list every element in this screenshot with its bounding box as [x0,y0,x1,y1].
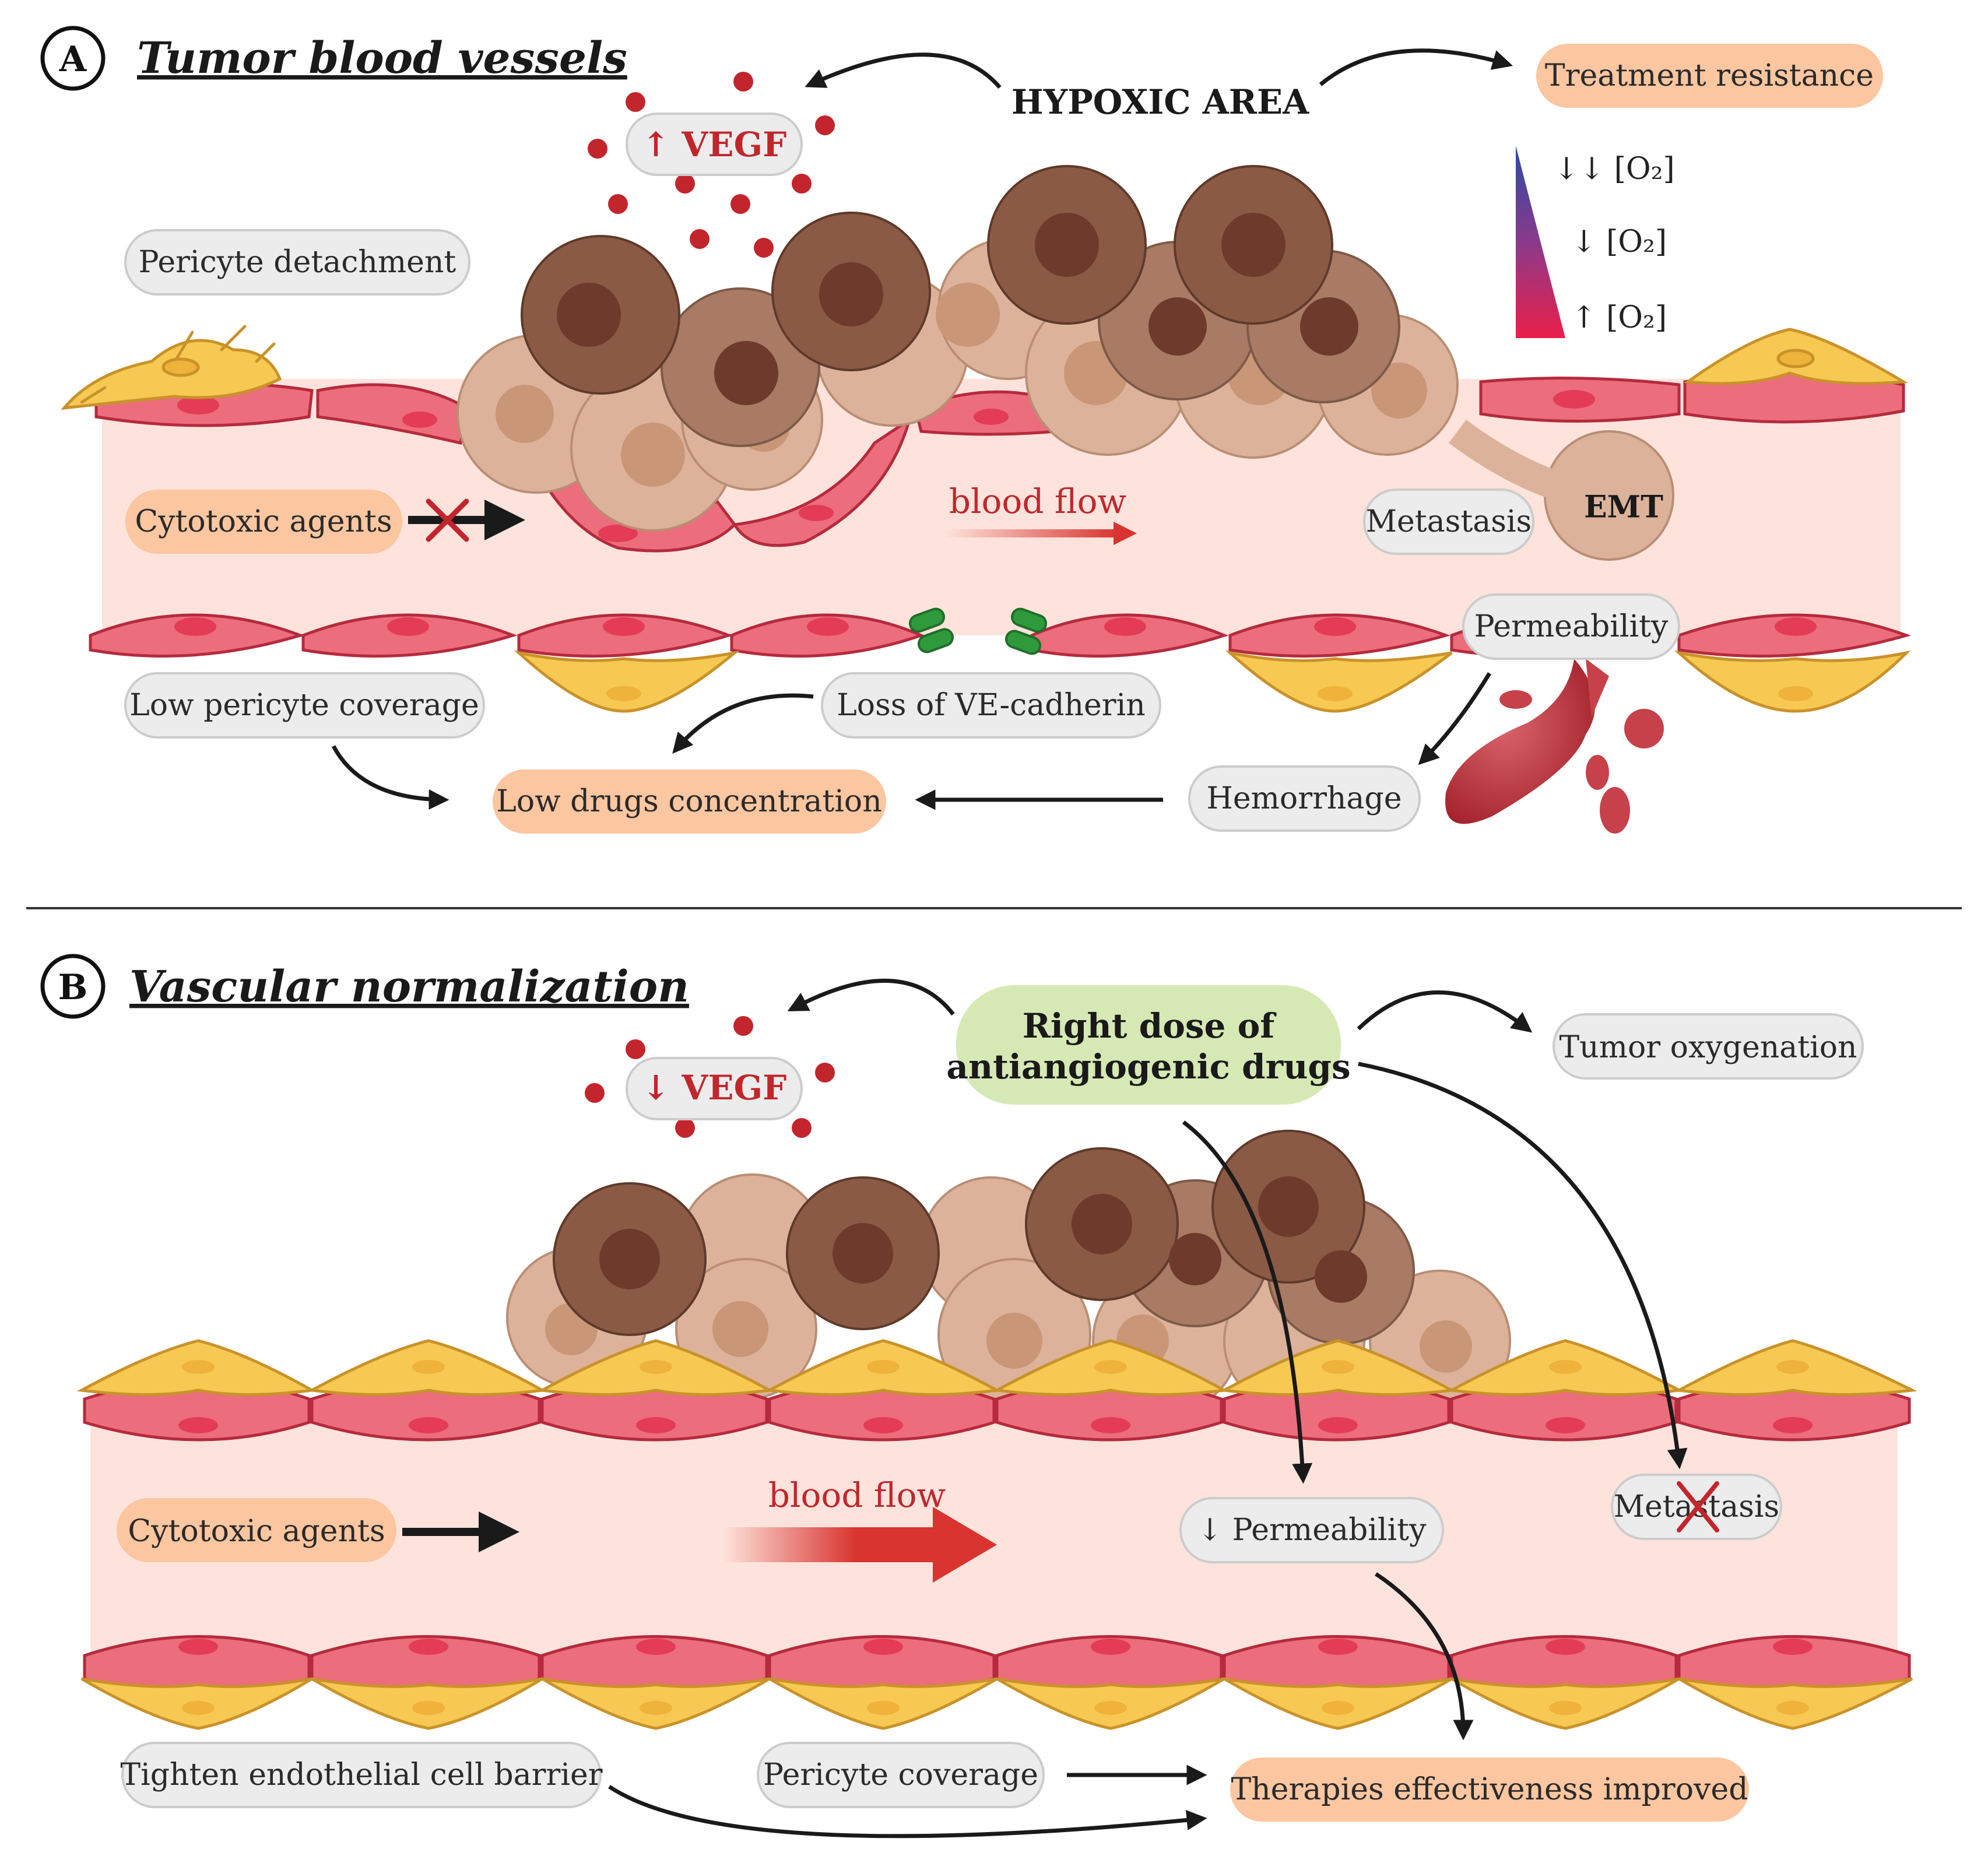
panel-a-title: Tumor blood vessels [137,33,627,83]
tumor-oxygenation-label: Tumor oxygenation [1559,1030,1857,1065]
vegf-up-label: ↑ VEGF [642,125,787,164]
ve-cadherin-fragments [908,607,1048,655]
oxygen-very-low-label: ↓↓ [O₂] [1554,152,1675,187]
panel-b-letter-circle [40,954,106,1019]
emt-label: EMT [1584,490,1663,525]
low-drugs-concentration-label: Low drugs concentration [496,784,881,819]
blocked-cross-icon [426,498,469,542]
antiangiogenic-drugs-line2: antiangiogenic drugs [946,1047,1350,1087]
pericyte-detachment-label: Pericyte detachment [139,245,456,280]
antiangiogenic-drugs-line1: Right dose of [1023,1006,1277,1046]
blood-flow-arrow-b [723,1527,944,1562]
cytotoxic-agents-label-b: Cytotoxic agents [128,1514,385,1549]
arrows-a [331,48,1513,810]
pericyte-coverage-label: Pericyte coverage [763,1757,1038,1792]
vegf-dots-a [588,72,835,258]
panel-b: B Vascular normalization ↓ VEGF Right do… [40,954,1917,1839]
endothelial-layer-bottom-b [80,1635,1913,1730]
vegf-down-label: ↓ VEGF [642,1068,787,1108]
therapies-improved-label: Therapies effectiveness improved [1231,1772,1748,1807]
panel-b-title: Vascular normalization [129,962,689,1012]
pericytes-bottom-a [514,650,1911,713]
blood-flow-arrow-a [944,529,1119,537]
metastasis-blocked-cross-icon [1677,1481,1719,1532]
panel-a-letter-circle [40,26,106,91]
tumor-mass-a [456,165,1674,561]
panel-a: A Tumor blood vessels HYPOXIC AREA ↑ VEG… [40,26,1912,834]
oxygen-high-label: ↑ [O₂] [1571,300,1667,335]
blood-flow-label-b: blood flow [768,1475,946,1515]
tighten-barrier-label: Tighten endothelial cell barrier [120,1757,602,1792]
hypoxic-area-label: HYPOXIC AREA [1011,82,1309,122]
oxygen-low-label: ↓ [O₂] [1571,224,1667,259]
endothelial-layer-top-b [76,1339,1917,1442]
arrows-b [608,978,1688,1839]
pericyte-top-right-a [1684,328,1908,385]
hemorrhage-label: Hemorrhage [1206,781,1402,816]
detached-pericyte [61,325,282,410]
loss-ve-cadherin-label: Loss of VE-cadherin [837,688,1146,723]
pills-a [124,44,1883,834]
treatment-resistance-label: Treatment resistance [1545,58,1874,93]
vegf-dots-b [585,1016,835,1138]
permeability-label-a: Permeability [1474,609,1669,644]
low-pericyte-coverage-label: Low pericyte coverage [129,688,479,723]
cytotoxic-agents-label-a: Cytotoxic agents [135,504,392,539]
blood-flow-label-a: blood flow [949,481,1126,521]
panel-b-letter: B [58,967,88,1008]
permeability-decreased-label: ↓ Permeability [1197,1513,1427,1548]
hemorrhage-blood-leak [1445,659,1664,834]
panel-a-letter: A [59,39,87,80]
metastasis-label-a: Metastasis [1366,504,1532,539]
pills-b [117,985,1864,1822]
oxygen-gradient-triangle [1516,146,1565,338]
